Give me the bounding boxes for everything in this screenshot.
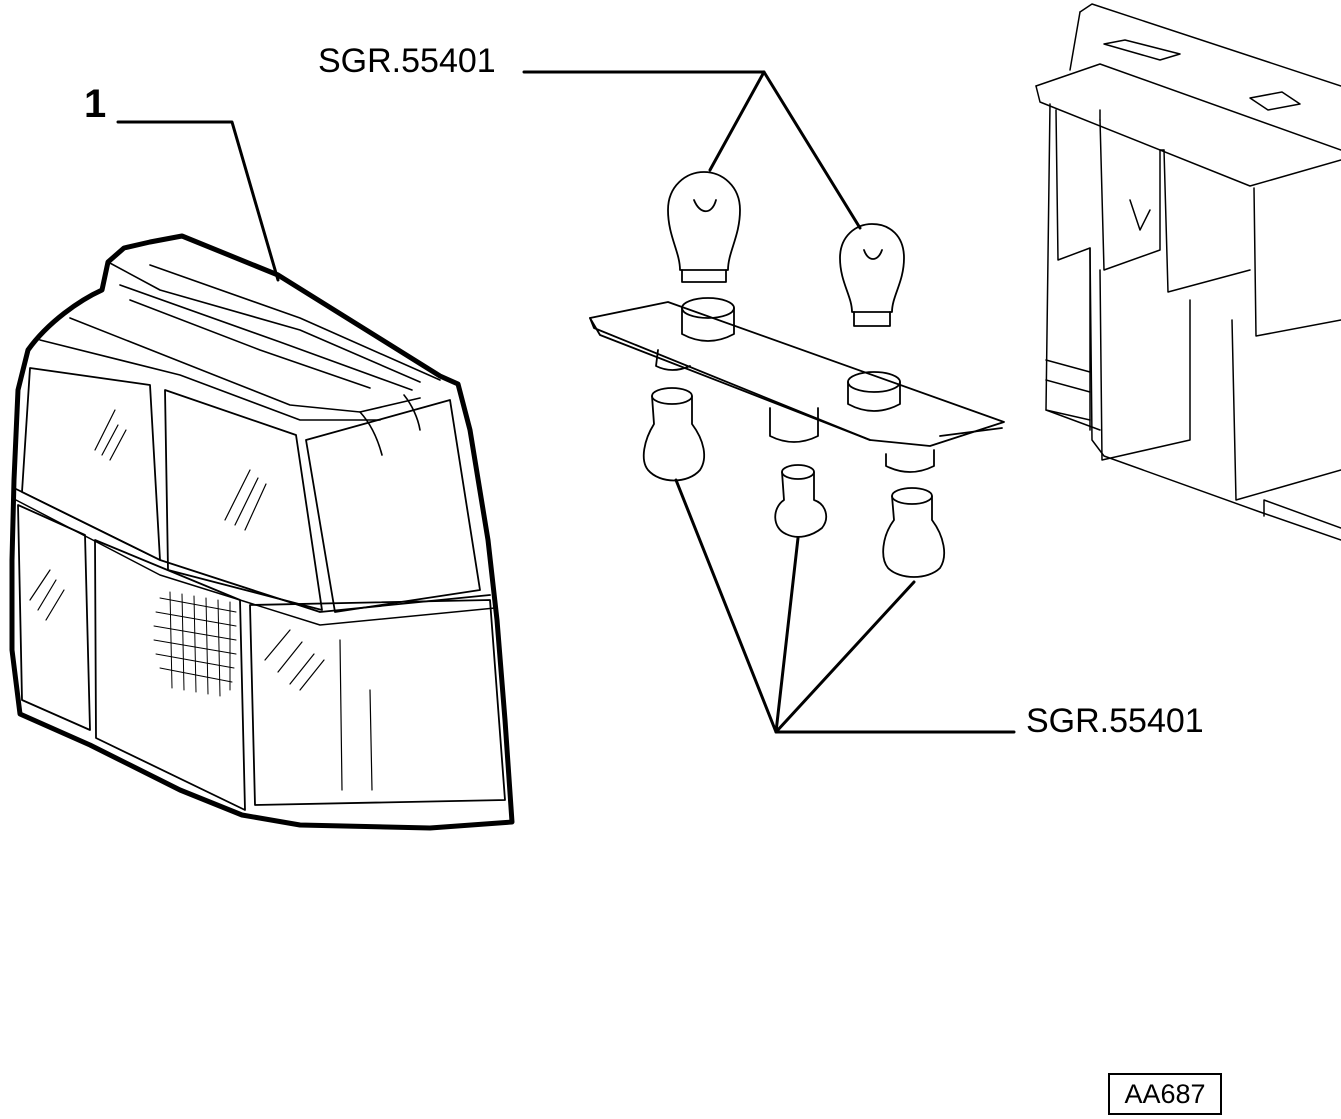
upper-right-lens xyxy=(305,399,481,613)
lower-bulbs-reference: SGR.55401 xyxy=(1026,702,1204,740)
tail-lamp-assembly xyxy=(9,233,515,831)
part-1-leader xyxy=(116,120,280,282)
upper-bulbs xyxy=(667,171,905,327)
part-number-callout: 1 xyxy=(84,82,107,126)
bulb-upper-left xyxy=(667,171,741,283)
lower-middle-lens xyxy=(94,539,246,811)
lower-right-lens xyxy=(249,599,506,806)
lower-left-lens xyxy=(17,504,91,731)
car-body-section xyxy=(1035,3,1341,541)
reflector-grid xyxy=(153,591,237,697)
lower-bulbs xyxy=(642,387,946,578)
bulb-lower-left xyxy=(642,387,706,482)
bulb-lower-right xyxy=(882,487,946,578)
lens-hatching xyxy=(29,409,373,791)
drawing-code-box: AA687 xyxy=(1108,1073,1222,1115)
upper-bulbs-reference: SGR.55401 xyxy=(318,42,496,80)
lower-bulbs-leader xyxy=(674,478,1016,734)
bulb-upper-right xyxy=(839,223,905,327)
upper-left-lens xyxy=(21,367,161,561)
drawing-code-label: AA687 xyxy=(1124,1078,1206,1109)
bulb-holder-plate xyxy=(589,301,1005,447)
bulb-sockets xyxy=(655,297,935,473)
upper-middle-lens xyxy=(164,389,323,611)
upper-bulbs-leader xyxy=(522,70,862,230)
bulb-lower-middle xyxy=(774,464,828,538)
tail-lamp-outline xyxy=(9,233,515,831)
